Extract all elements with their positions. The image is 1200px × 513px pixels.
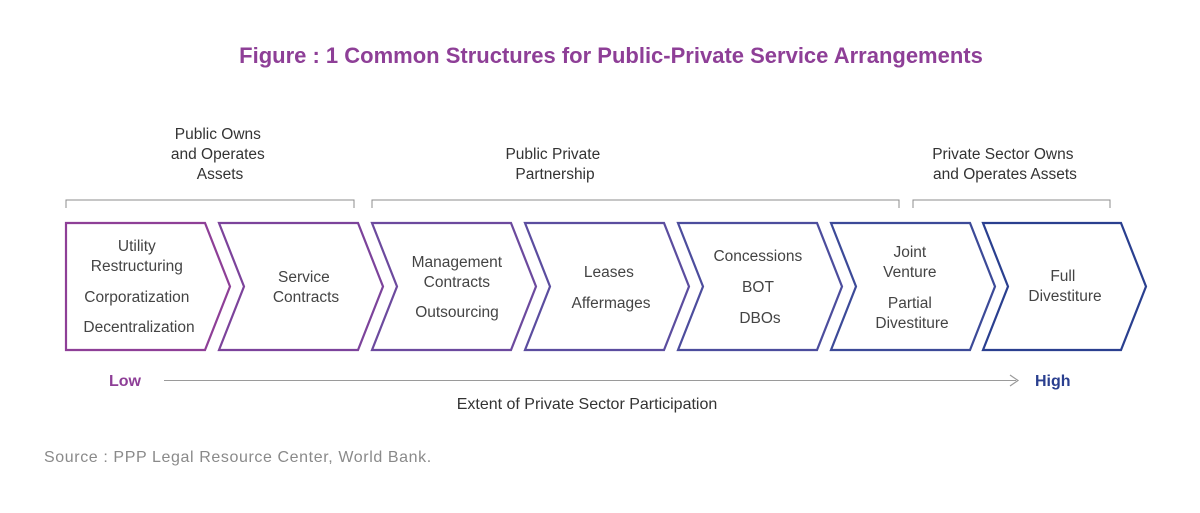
group-label-public-owns: Public Owns and Operates Assets — [171, 126, 269, 183]
chevron-label: Service Contracts — [273, 269, 340, 306]
chevron-concessions: Concessions BOT DBOs — [676, 221, 844, 352]
group-label-private-owns: Private Sector Owns and Operates Assets — [932, 146, 1078, 183]
axis-low-label: Low — [109, 373, 142, 390]
chevron-shape — [676, 221, 844, 352]
chevron-service-contracts: Service Contracts — [217, 221, 385, 352]
chevron-shape — [217, 221, 385, 352]
chevron-label: Full Divestiture — [1028, 268, 1101, 305]
figure-title: Figure : 1 Common Structures for Public-… — [239, 43, 983, 68]
chevron-label: Concessions BOT DBOs — [713, 248, 806, 327]
chevron-shape — [523, 221, 691, 352]
chevron-label: Management Contracts Outsourcing — [412, 254, 507, 321]
chevron-utility-restructuring: Utility Restructuring Corporatization De… — [64, 221, 232, 352]
source-note: Source : PPP Legal Resource Center, Worl… — [44, 449, 432, 466]
bracket-public-owns — [65, 199, 355, 208]
group-label-ppp: Public Private Partnership — [505, 146, 604, 183]
chevron-label: Joint Venture Partial Divestiture — [875, 244, 948, 332]
chevron-shape — [829, 221, 997, 352]
bracket-private-owns — [912, 199, 1111, 208]
axis-arrow-head-icon — [1009, 374, 1020, 387]
chevron-shape — [64, 221, 232, 352]
chevron-joint-venture: Joint Venture Partial Divestiture — [829, 221, 997, 352]
chevron-management-contracts: Management Contracts Outsourcing — [370, 221, 538, 352]
axis-high-label: High — [1035, 373, 1071, 390]
chevron-full-divestiture: Full Divestiture — [981, 221, 1148, 352]
chevron-shape — [981, 221, 1148, 352]
chevron-label: Leases Affermages — [572, 264, 651, 312]
chevron-shape — [370, 221, 538, 352]
bracket-ppp — [371, 199, 900, 208]
axis-caption: Extent of Private Sector Participation — [457, 396, 718, 413]
chevron-label: Utility Restructuring Corporatization De… — [83, 238, 194, 336]
chevron-leases: Leases Affermages — [523, 221, 691, 352]
